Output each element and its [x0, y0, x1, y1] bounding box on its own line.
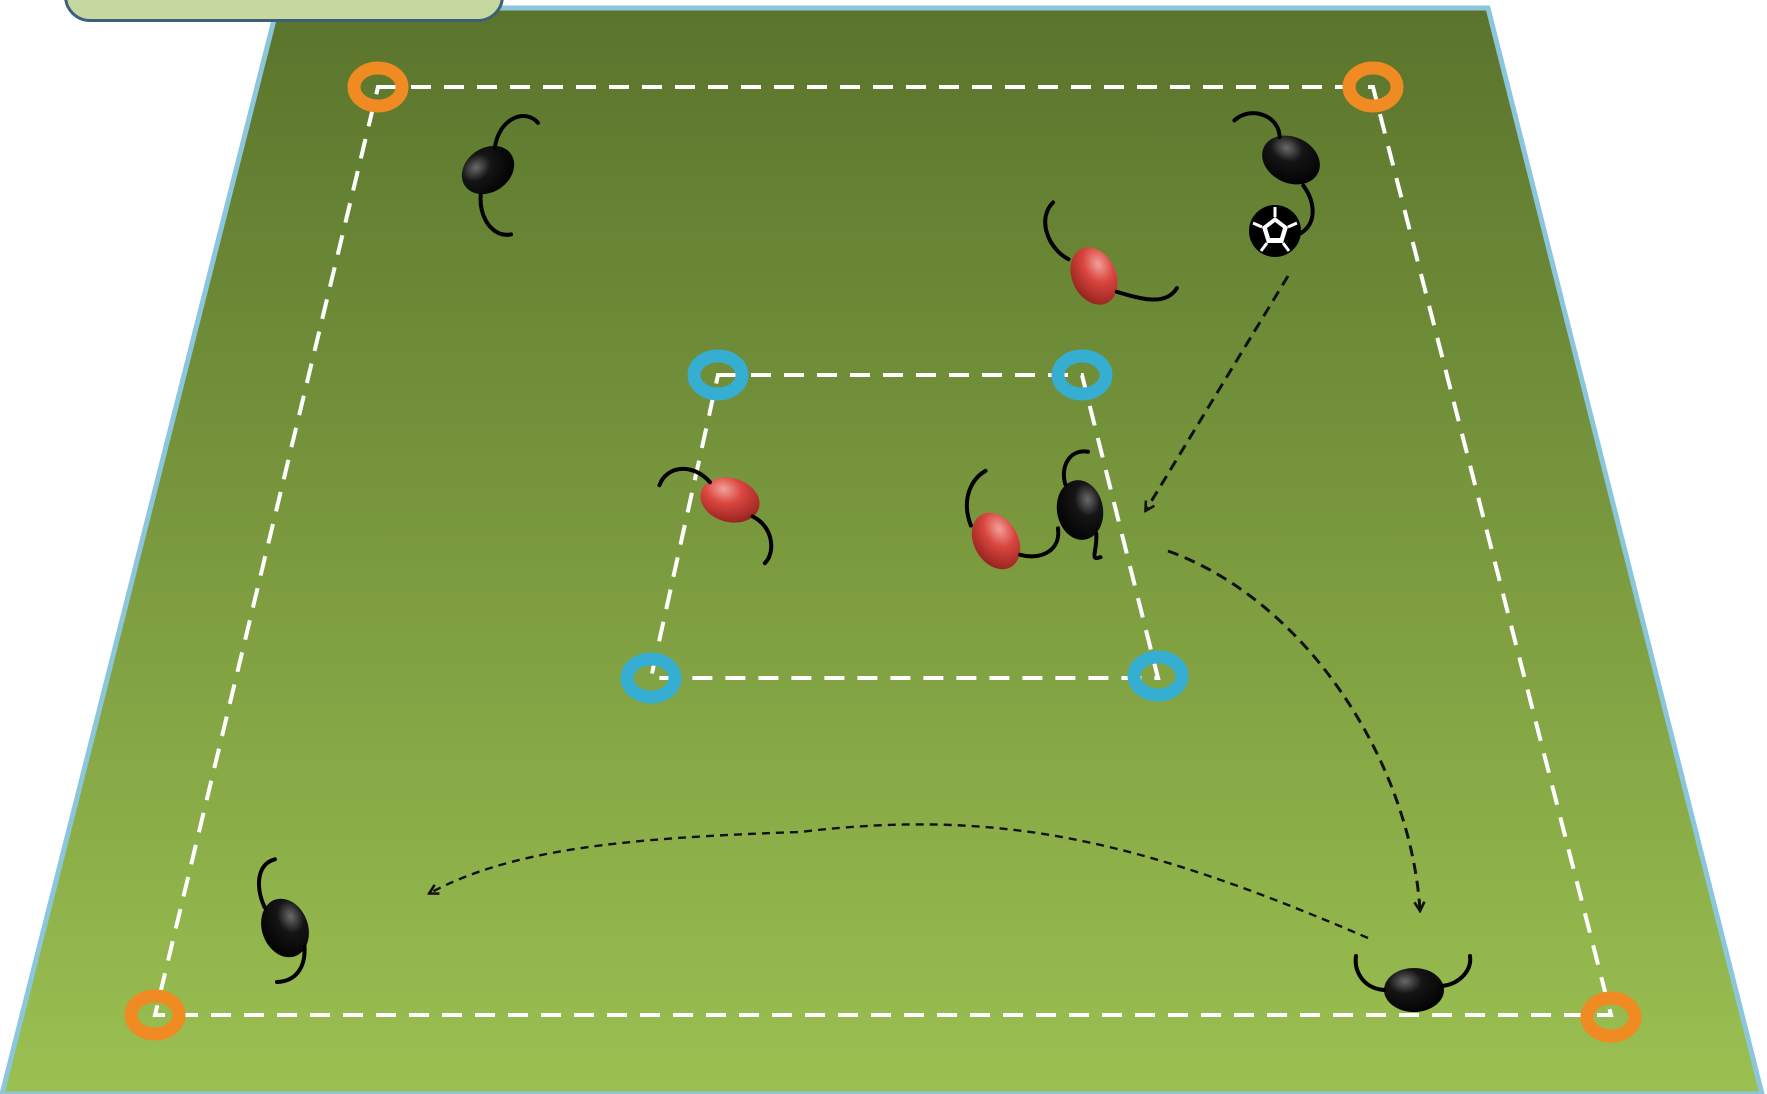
- title-tab: [64, 0, 504, 22]
- soccer-ball-icon: [1249, 205, 1301, 257]
